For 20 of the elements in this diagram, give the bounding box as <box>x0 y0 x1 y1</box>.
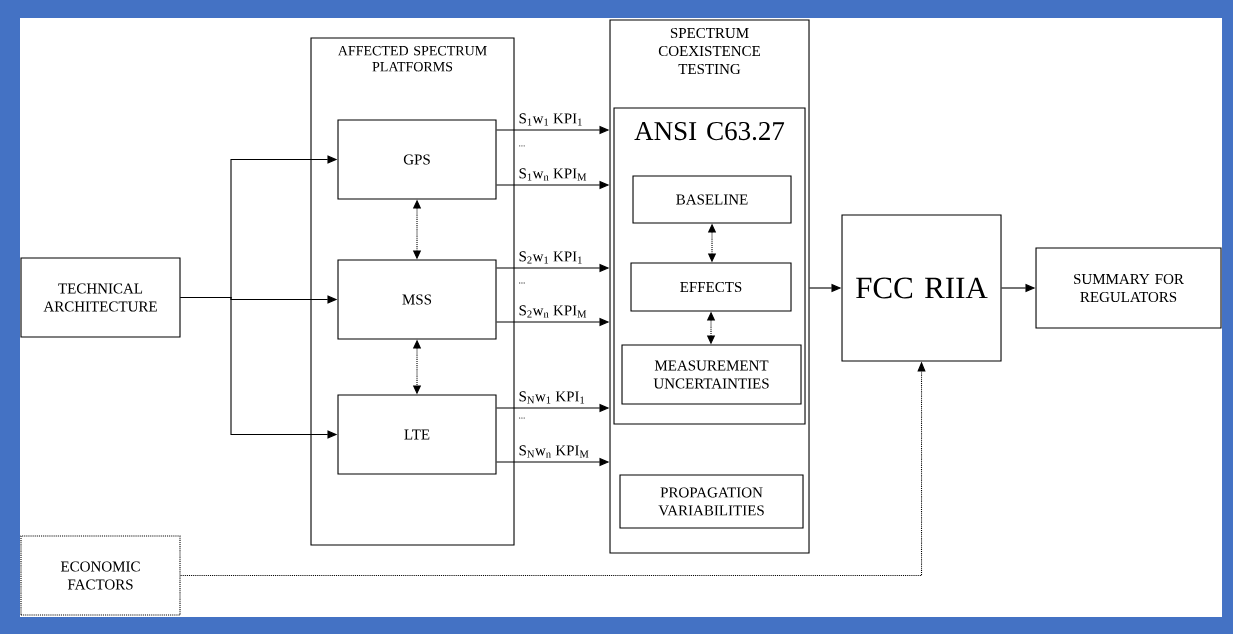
edge-label: S$_{1}$w$_{n}$ KPI$_{M}$ <box>517 167 588 182</box>
process-box: BASELINE <box>632 175 792 224</box>
process-box: TECHNICAL ARCHITECTURE <box>20 257 181 338</box>
process-box: ECONOMIC FACTORS <box>20 535 181 616</box>
process-box: MSS <box>337 259 497 340</box>
process-box: GPS <box>337 119 497 200</box>
process-box: LTE <box>337 394 497 475</box>
process-box: SUMMARY FOR REGULATORS <box>1035 247 1222 329</box>
process-box: PROPAGATION VARIABILITIES <box>619 474 804 529</box>
process-box: EFFECTS <box>630 262 792 312</box>
edge-label: S$_{N}$w$_{n}$ KPI$_{M}$ <box>517 444 591 459</box>
ellipsis: ... <box>519 417 525 419</box>
process-box: MEASUREMENT UNCERTAINTIES <box>621 344 802 405</box>
edge-label: S$_{2}$w$_{1}$ KPI$_{1}$ <box>517 250 584 265</box>
ellipsis: ... <box>519 282 525 284</box>
edge-label: S$_{2}$w$_{n}$ KPI$_{M}$ <box>517 304 588 319</box>
process-box: FCC RIIA <box>841 214 1002 362</box>
edge-label: S$_{1}$w$_{1}$ KPI$_{1}$ <box>517 112 584 127</box>
edge-label: S$_{N}$w$_{1}$ KPI$_{1}$ <box>517 390 587 405</box>
ellipsis: ... <box>519 145 525 147</box>
